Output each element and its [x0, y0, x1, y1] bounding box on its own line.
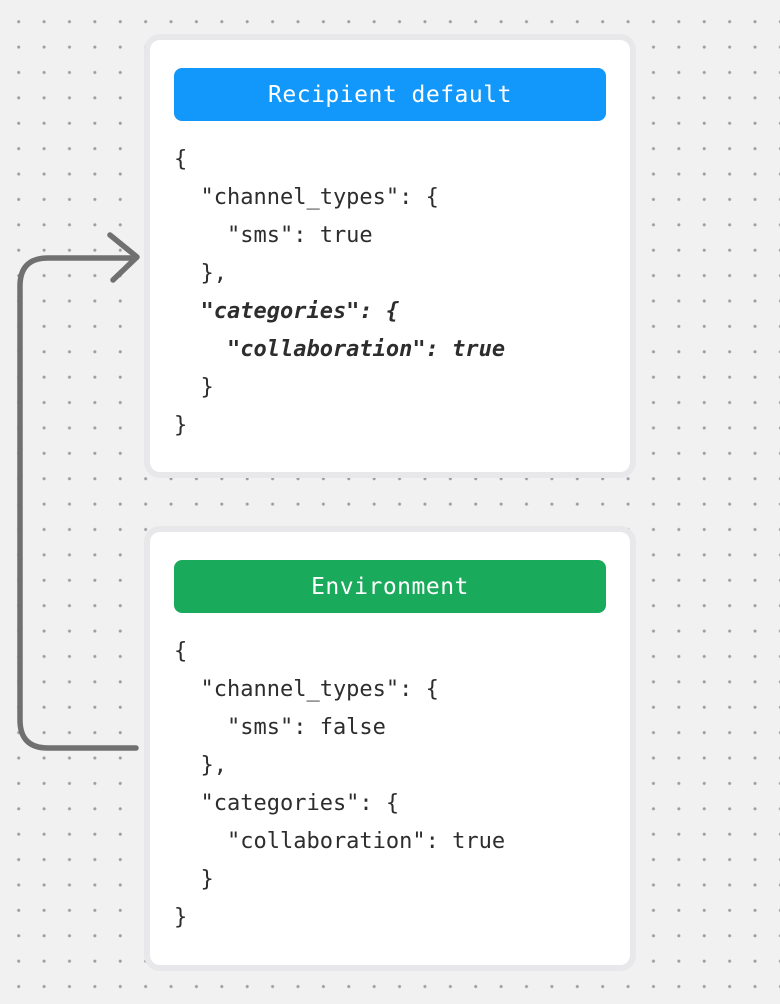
code-line: } [174, 905, 188, 930]
code-line: "collaboration": true [174, 829, 506, 854]
card-title-environment: Environment [174, 560, 606, 613]
code-line: { [174, 639, 188, 664]
card-recipient-default: Recipient default { "channel_types": { "… [144, 34, 636, 478]
code-line-emphasized: "collaboration": true [174, 337, 506, 362]
code-line: }, [174, 753, 227, 778]
arrow-shaft [17, 255, 139, 751]
arrow-head-icon [107, 232, 140, 283]
card-title-recipient-default: Recipient default [174, 68, 606, 121]
code-line: } [174, 375, 214, 400]
code-line: }, [174, 261, 227, 286]
code-line: } [174, 867, 214, 892]
code-block-recipient-default: { "channel_types": { "sms": true }, "cat… [174, 141, 606, 445]
code-line: "channel_types": { [174, 185, 439, 210]
code-line: "channel_types": { [174, 677, 439, 702]
code-line: "sms": true [174, 223, 373, 248]
code-line: { [174, 147, 188, 172]
code-line: "categories": { [174, 791, 400, 816]
code-line: } [174, 413, 188, 438]
code-line: "sms": false [174, 715, 386, 740]
code-block-environment: { "channel_types": { "sms": false }, "ca… [174, 633, 606, 937]
card-environment: Environment { "channel_types": { "sms": … [144, 526, 636, 971]
code-line-emphasized: "categories": { [174, 299, 400, 324]
